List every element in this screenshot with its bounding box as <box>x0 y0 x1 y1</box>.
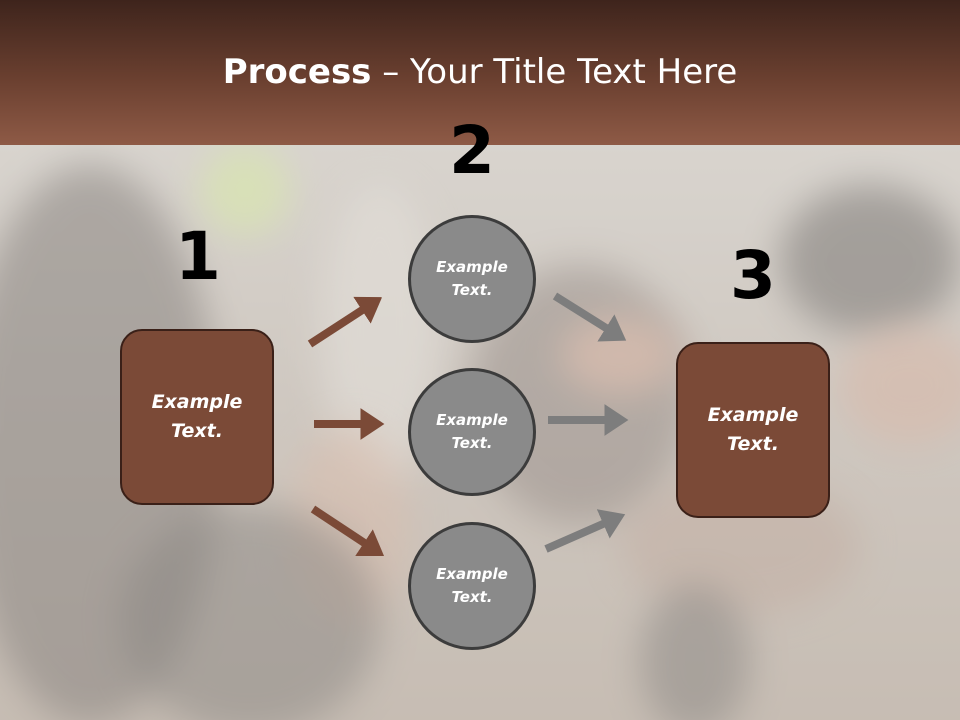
step-3-box[interactable]: Example Text. <box>676 342 830 518</box>
title-rest: – Your Title Text Here <box>371 52 738 92</box>
arrow-circle-bottom-to-box3 <box>544 509 626 553</box>
circle-top[interactable]: Example Text. <box>408 215 536 343</box>
title-bar: Process – Your Title Text Here <box>0 0 960 145</box>
circle-middle-label: Example Text. <box>436 411 508 452</box>
step-3-label: Example Text. <box>707 404 799 455</box>
step-number-3: 3 <box>730 237 776 314</box>
title-bold: Process <box>222 52 372 92</box>
step-1-box[interactable]: Example Text. <box>120 329 274 505</box>
circle-bottom-label: Example Text. <box>436 565 508 606</box>
circle-middle[interactable]: Example Text. <box>408 368 536 496</box>
circle-bottom[interactable]: Example Text. <box>408 522 536 650</box>
slide-title[interactable]: Process – Your Title Text Here <box>0 52 960 92</box>
arrow-box1-to-circle-top <box>307 296 383 348</box>
circle-top-label: Example Text. <box>436 258 508 299</box>
step-number-1: 1 <box>175 218 221 295</box>
arrow-box1-to-circle-bottom <box>310 505 385 557</box>
arrow-circle-top-to-box3 <box>552 292 627 342</box>
step-1-label: Example Text. <box>151 391 243 442</box>
step-number-2: 2 <box>449 112 495 189</box>
